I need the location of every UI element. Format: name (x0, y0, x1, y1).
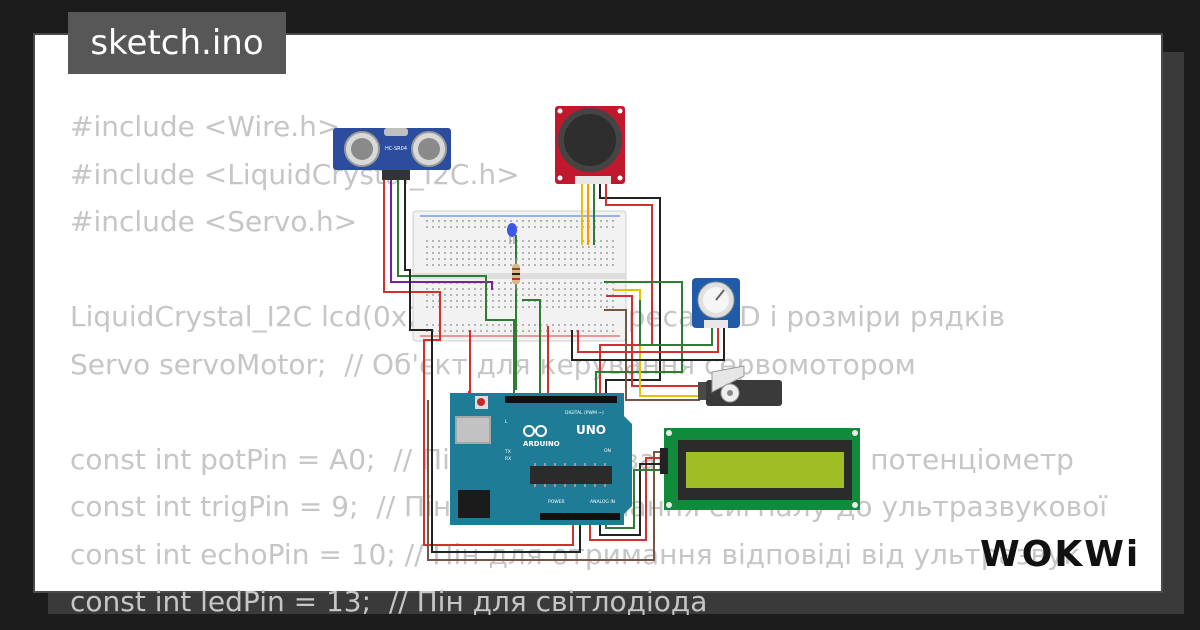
potentiometer[interactable] (692, 278, 740, 328)
sketch-filename-tab[interactable]: sketch.ino (68, 12, 286, 74)
joystick-module[interactable] (555, 106, 625, 184)
digital-pins-label: DIGITAL (PWM ~) (565, 410, 604, 416)
code-line: #include <Servo.h> (70, 205, 358, 238)
rx-led-label: RX (505, 456, 511, 462)
wires (383, 180, 725, 561)
arduino-uno-board[interactable]: UNO ARDUINO DIGITAL (PWM ~) ANALOG IN PO… (450, 393, 632, 525)
code-line: #include <Wire.h> (70, 110, 341, 143)
code-line: const int echoPin = 10; // Пін для отрим… (70, 537, 1081, 571)
ultrasonic-sensor[interactable]: HC-SR04 (333, 128, 451, 180)
servo-motor[interactable] (698, 365, 782, 406)
resistor[interactable] (512, 258, 520, 290)
analog-pins-label: ANALOG IN (590, 499, 615, 505)
wokwi-logo-text: WOKWi (980, 534, 1140, 575)
l-led-label: L (505, 419, 508, 425)
wokwi-logo: WOKWi (980, 534, 1140, 575)
on-led-label: ON (604, 448, 611, 454)
code-line: const int ledPin = 13; // Пін для світло… (70, 585, 708, 618)
ultrasonic-label: HC-SR04 (385, 146, 407, 152)
arduino-uno-label: UNO (576, 423, 606, 437)
power-pins-label: POWER (548, 499, 565, 505)
tx-led-label: TX (504, 449, 511, 455)
lcd-display[interactable] (660, 428, 860, 510)
blue-led[interactable] (507, 223, 517, 244)
arduino-brand-label: ARDUINO (523, 440, 560, 448)
